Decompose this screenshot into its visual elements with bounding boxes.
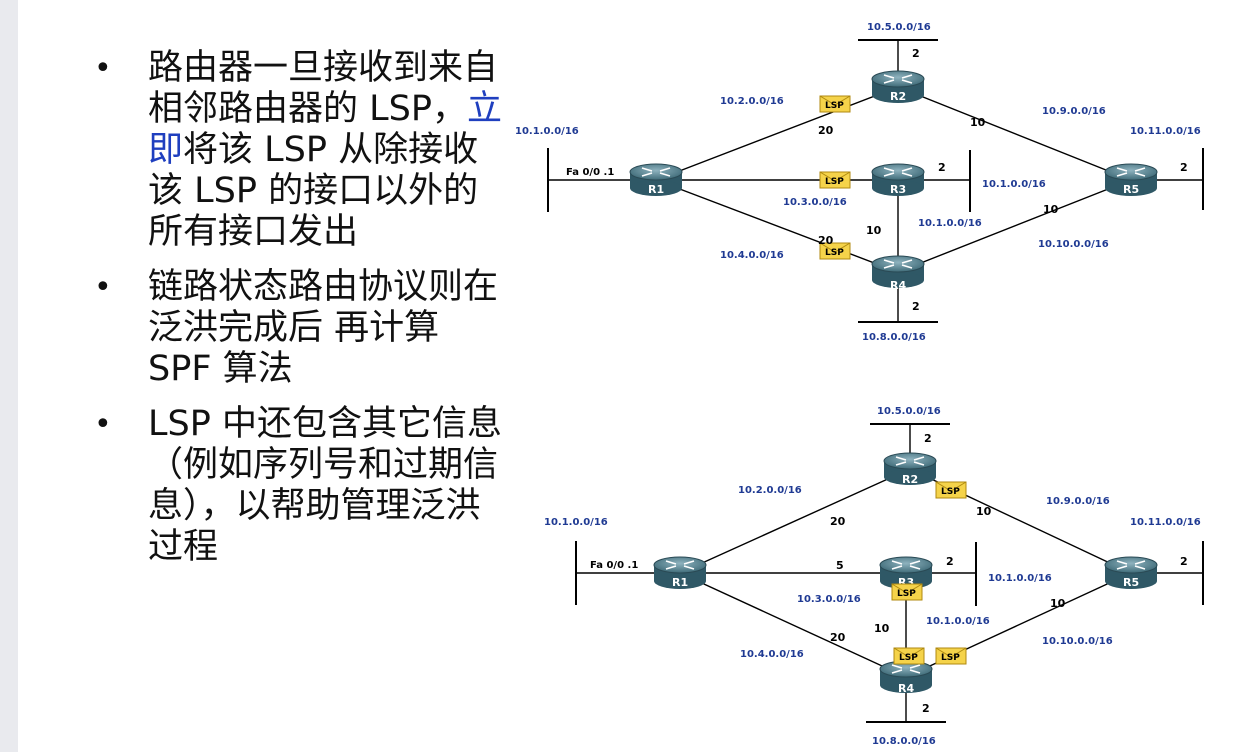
network-label: 10.1.0.0/16 xyxy=(926,616,990,627)
link-cost: 10 xyxy=(976,505,992,518)
lsp-packet: LSP xyxy=(819,171,851,189)
link-cost: 20 xyxy=(818,124,834,137)
link-cost: 20 xyxy=(818,234,834,247)
link-cost: 10 xyxy=(866,224,882,237)
bullet-item-lsp-info: • LSP 中还包含其它信息（例如序列号和过期信息），以帮助管理泛洪过程 xyxy=(92,404,512,568)
router-label-r5: R5 xyxy=(1123,183,1139,196)
bullet-list: • 路由器一旦接收到来自相邻路由器的 LSP，立即将该 LSP 从除接收该 LS… xyxy=(92,48,512,582)
network-stubs xyxy=(575,423,1204,723)
lsp-label: LSP xyxy=(825,177,844,187)
network-label: 10.3.0.0/16 xyxy=(797,594,861,605)
diagram-flooding-step1: R1 R2 R3 R4 R5 LSP LSP LSP Fa 0/0 .1 10.… xyxy=(515,22,1204,343)
network-stubs xyxy=(547,39,1204,323)
network-label: 10.2.0.0/16 xyxy=(738,485,802,496)
lsp-packet: LSP xyxy=(891,583,923,601)
bullet-text: 链路状态路由协议则在泛洪完成后 再计算 SPF 算法 xyxy=(148,267,499,389)
router-label-r2: R2 xyxy=(902,473,918,486)
lsp-label: LSP xyxy=(941,653,960,663)
bullet-item-flooding: • 路由器一旦接收到来自相邻路由器的 LSP，立即将该 LSP 从除接收该 LS… xyxy=(92,48,512,253)
router-label-r1: R1 xyxy=(672,576,688,589)
network-label: 10.5.0.0/16 xyxy=(877,406,941,417)
interface-label: Fa 0/0 .1 xyxy=(566,167,614,178)
network-label: 10.1.0.0/16 xyxy=(918,218,982,229)
lsp-label: LSP xyxy=(897,589,916,599)
network-label: 10.8.0.0/16 xyxy=(862,332,926,343)
link-cost: 2 xyxy=(946,555,954,568)
router-label-r5: R5 xyxy=(1123,576,1139,589)
network-label: 10.2.0.0/16 xyxy=(720,96,784,107)
link-cost: 2 xyxy=(912,300,920,313)
link-cost: 10 xyxy=(1043,203,1059,216)
bullet-text: LSP 中还包含其它信息（例如序列号和过期信息），以帮助管理泛洪过程 xyxy=(148,404,502,567)
lsp-label: LSP xyxy=(825,248,844,258)
network-label: 10.9.0.0/16 xyxy=(1046,496,1110,507)
network-label: 10.11.0.0/16 xyxy=(1130,126,1201,137)
link-cost: 10 xyxy=(1050,597,1066,610)
link-cost: 2 xyxy=(1180,555,1188,568)
bullet-dot-icon: • xyxy=(94,407,112,442)
link-cost: 2 xyxy=(938,161,946,174)
router-label-r4: R4 xyxy=(890,279,906,292)
lsp-label: LSP xyxy=(899,653,918,663)
link-cost: 10 xyxy=(874,622,890,635)
link-cost: 20 xyxy=(830,515,846,528)
network-label: 10.10.0.0/16 xyxy=(1038,239,1109,250)
lsp-packet: LSP xyxy=(819,95,851,113)
network-label: 10.9.0.0/16 xyxy=(1042,106,1106,117)
link-cost: 2 xyxy=(922,702,930,715)
lsp-packet: LSP xyxy=(819,242,851,260)
bullet-link[interactable]: 立即 xyxy=(148,89,502,170)
network-label: 10.1.0.0/16 xyxy=(515,126,579,137)
network-label: 10.4.0.0/16 xyxy=(740,649,804,660)
lsp-packet: LSP xyxy=(893,647,925,665)
network-label: 10.5.0.0/16 xyxy=(867,22,931,33)
router-label-r1: R1 xyxy=(648,183,664,196)
bullet-item-spf: • 链路状态路由协议则在泛洪完成后 再计算 SPF 算法 xyxy=(92,267,512,390)
link-cost: 5 xyxy=(836,559,844,572)
network-label: 10.3.0.0/16 xyxy=(783,197,847,208)
link-cost: 2 xyxy=(924,432,932,445)
bullet-dot-icon: • xyxy=(94,270,112,305)
diagram-flooding-step2: R1 R2 R3 R4 R5 LSP LSP LSP LSP Fa 0/0 .1… xyxy=(544,406,1204,747)
lsp-packet: LSP xyxy=(935,481,967,499)
interface-label: Fa 0/0 .1 xyxy=(590,560,638,571)
network-label: 10.4.0.0/16 xyxy=(720,250,784,261)
lsp-label: LSP xyxy=(825,101,844,111)
router-label-r3: R3 xyxy=(890,183,906,196)
bullet-text-part: 将该 LSP 从除接收该 LSP 的接口以外的所有接口发出 xyxy=(148,130,479,252)
network-label: 10.1.0.0/16 xyxy=(988,573,1052,584)
link-cost: 10 xyxy=(970,116,986,129)
bullet-text-part: 路由器一旦接收到来自相邻路由器的 LSP， xyxy=(148,48,499,129)
router-label-r2: R2 xyxy=(890,90,906,103)
lsp-packet: LSP xyxy=(935,647,967,665)
slide-left-margin xyxy=(0,0,18,752)
bullet-dot-icon: • xyxy=(94,51,112,86)
network-label: 10.11.0.0/16 xyxy=(1130,517,1201,528)
router-label-r4: R4 xyxy=(898,682,914,695)
network-label: 10.1.0.0/16 xyxy=(544,517,608,528)
link-cost: 2 xyxy=(912,47,920,60)
link-cost: 2 xyxy=(1180,161,1188,174)
network-label: 10.8.0.0/16 xyxy=(872,736,936,747)
network-label: 10.1.0.0/16 xyxy=(982,179,1046,190)
link-cost: 20 xyxy=(830,631,846,644)
network-label: 10.10.0.0/16 xyxy=(1042,636,1113,647)
lsp-label: LSP xyxy=(941,487,960,497)
